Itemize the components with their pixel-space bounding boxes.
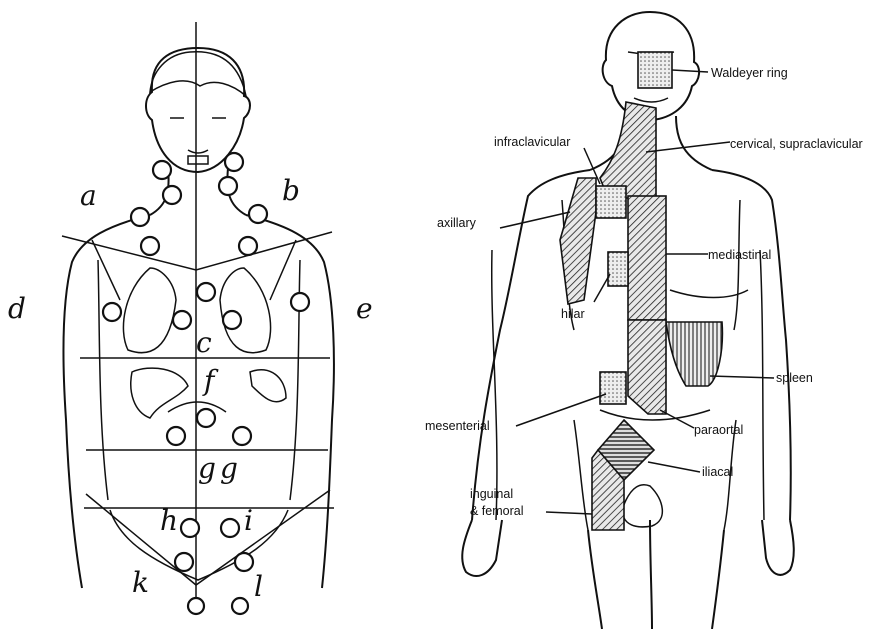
region-letter-e: e (356, 292, 373, 325)
infraclavicular-region (596, 186, 626, 218)
region-letter-a: a (80, 179, 97, 212)
label-hilar: hilar (561, 307, 585, 321)
region-letter-h: h (160, 504, 178, 537)
label-infraclavicular: infraclavicular (494, 135, 570, 149)
label-paraortal: paraortal (694, 423, 743, 437)
region-letter-g2: g (220, 452, 238, 485)
region-letter-l: l (254, 570, 263, 603)
axillary-region (560, 178, 596, 304)
mesenterial-region (600, 372, 626, 404)
label-mesenterial: mesenterial (425, 419, 490, 433)
region-letter-b: b (282, 174, 300, 207)
left-body-diagram: a b c d e f g g h i k l (8, 22, 373, 614)
region-letter-i: i (244, 504, 253, 537)
region-letter-g1: g (198, 452, 216, 485)
label-cervical-supraclavicular: cervical, supraclavicular (730, 137, 863, 151)
cervical-region (600, 102, 656, 198)
label-inguinal: inguinal (470, 487, 513, 501)
region-letter-d: d (8, 292, 26, 325)
label-iliacal: iliacal (702, 465, 733, 479)
paraortal-region (628, 320, 666, 414)
hilar-region (608, 252, 628, 286)
region-letter-k: k (132, 566, 149, 599)
region-letter-c: c (196, 326, 212, 359)
label-axillary: axillary (437, 216, 477, 230)
label-waldeyer-ring: Waldeyer ring (711, 66, 788, 80)
label-spleen: spleen (776, 371, 813, 385)
region-letter-f: f (202, 364, 219, 397)
label-femoral: & femoral (470, 504, 524, 518)
label-mediastinal: mediastinal (708, 248, 771, 262)
right-body-diagram: Waldeyer ring cervical, supraclavicular … (425, 12, 863, 629)
mediastinal-region (628, 196, 666, 320)
waldeyer-ring-region (638, 52, 672, 88)
